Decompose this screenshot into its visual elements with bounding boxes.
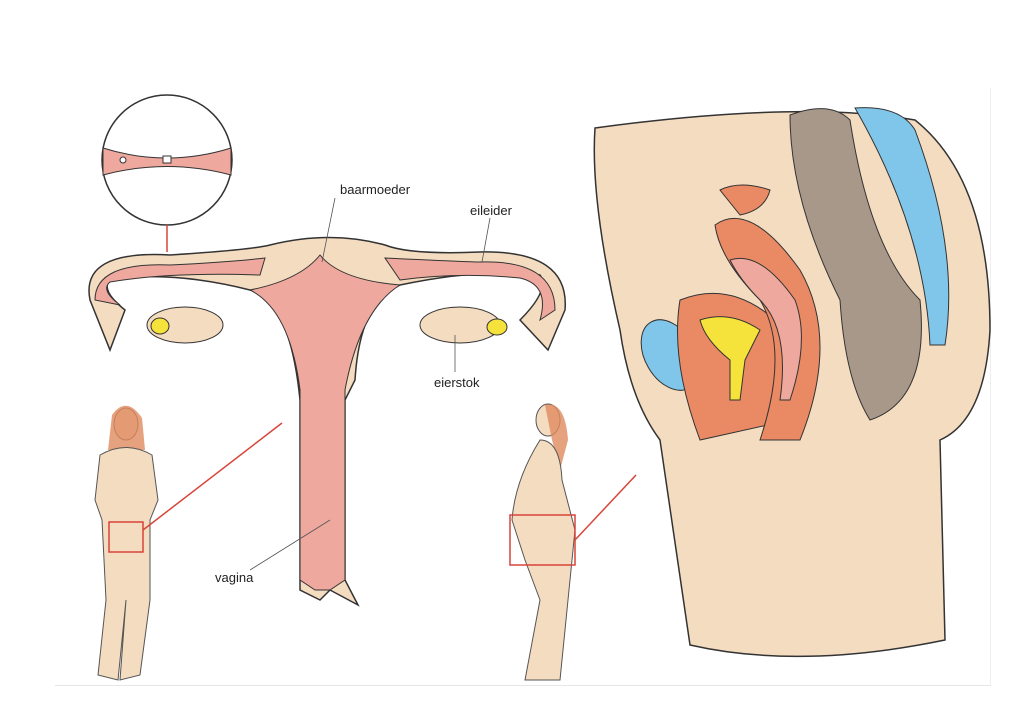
front-highlight-box — [108, 521, 144, 553]
fallopian-tube-magnifier — [101, 94, 233, 252]
woman-front-figure — [94, 405, 283, 681]
uterus-front-view — [88, 197, 566, 607]
label-vagina: vagina — [215, 570, 254, 585]
diagram-frame — [55, 88, 991, 686]
label-eierstok: eierstok — [434, 375, 480, 390]
sagittal-section — [593, 107, 991, 658]
label-eileider: eileider — [470, 203, 512, 218]
woman-side-figure — [509, 403, 637, 681]
label-baarmoeder: baarmoeder — [340, 182, 411, 197]
